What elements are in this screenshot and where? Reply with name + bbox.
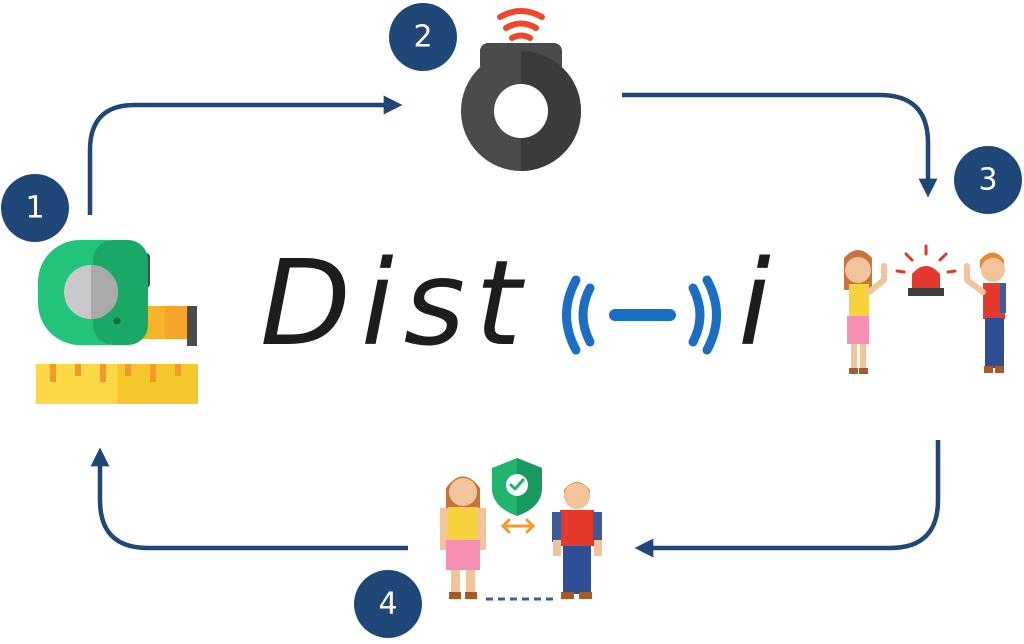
step-badge-1: 1 — [1, 174, 69, 242]
step-badge-4: 4 — [354, 570, 422, 638]
step-badge-3: 3 — [954, 146, 1022, 214]
distance-arrow-icon — [500, 518, 536, 534]
shield-check-icon — [492, 458, 542, 516]
step-number-1: 1 — [25, 191, 44, 226]
tape-measure-icon — [36, 240, 198, 404]
step-number-2: 2 — [413, 20, 432, 55]
man-figure — [964, 252, 1006, 373]
step-badge-2: 2 — [389, 3, 457, 71]
arrow-2-to-3 — [622, 92, 938, 198]
brand-logo: Dist i — [260, 234, 781, 372]
flow-arrows — [87, 92, 941, 558]
woman-figure — [440, 476, 486, 599]
step-number-4: 4 — [378, 587, 397, 622]
man-figure — [552, 482, 602, 599]
woman-figure — [844, 250, 887, 374]
proximity-alarm-icon — [844, 244, 1006, 374]
signal-icon — [562, 275, 721, 355]
arrow-1-to-2 — [87, 95, 403, 215]
safe-distance-icon — [440, 458, 602, 601]
brand-suffix: i — [738, 234, 781, 372]
arrow-4-to-1 — [90, 447, 408, 551]
siren-icon — [895, 244, 957, 296]
arrow-3-to-4 — [634, 440, 941, 558]
wireless-sensor-icon — [461, 8, 581, 171]
step-number-3: 3 — [978, 163, 997, 198]
brand-prefix: Dist — [260, 234, 531, 372]
